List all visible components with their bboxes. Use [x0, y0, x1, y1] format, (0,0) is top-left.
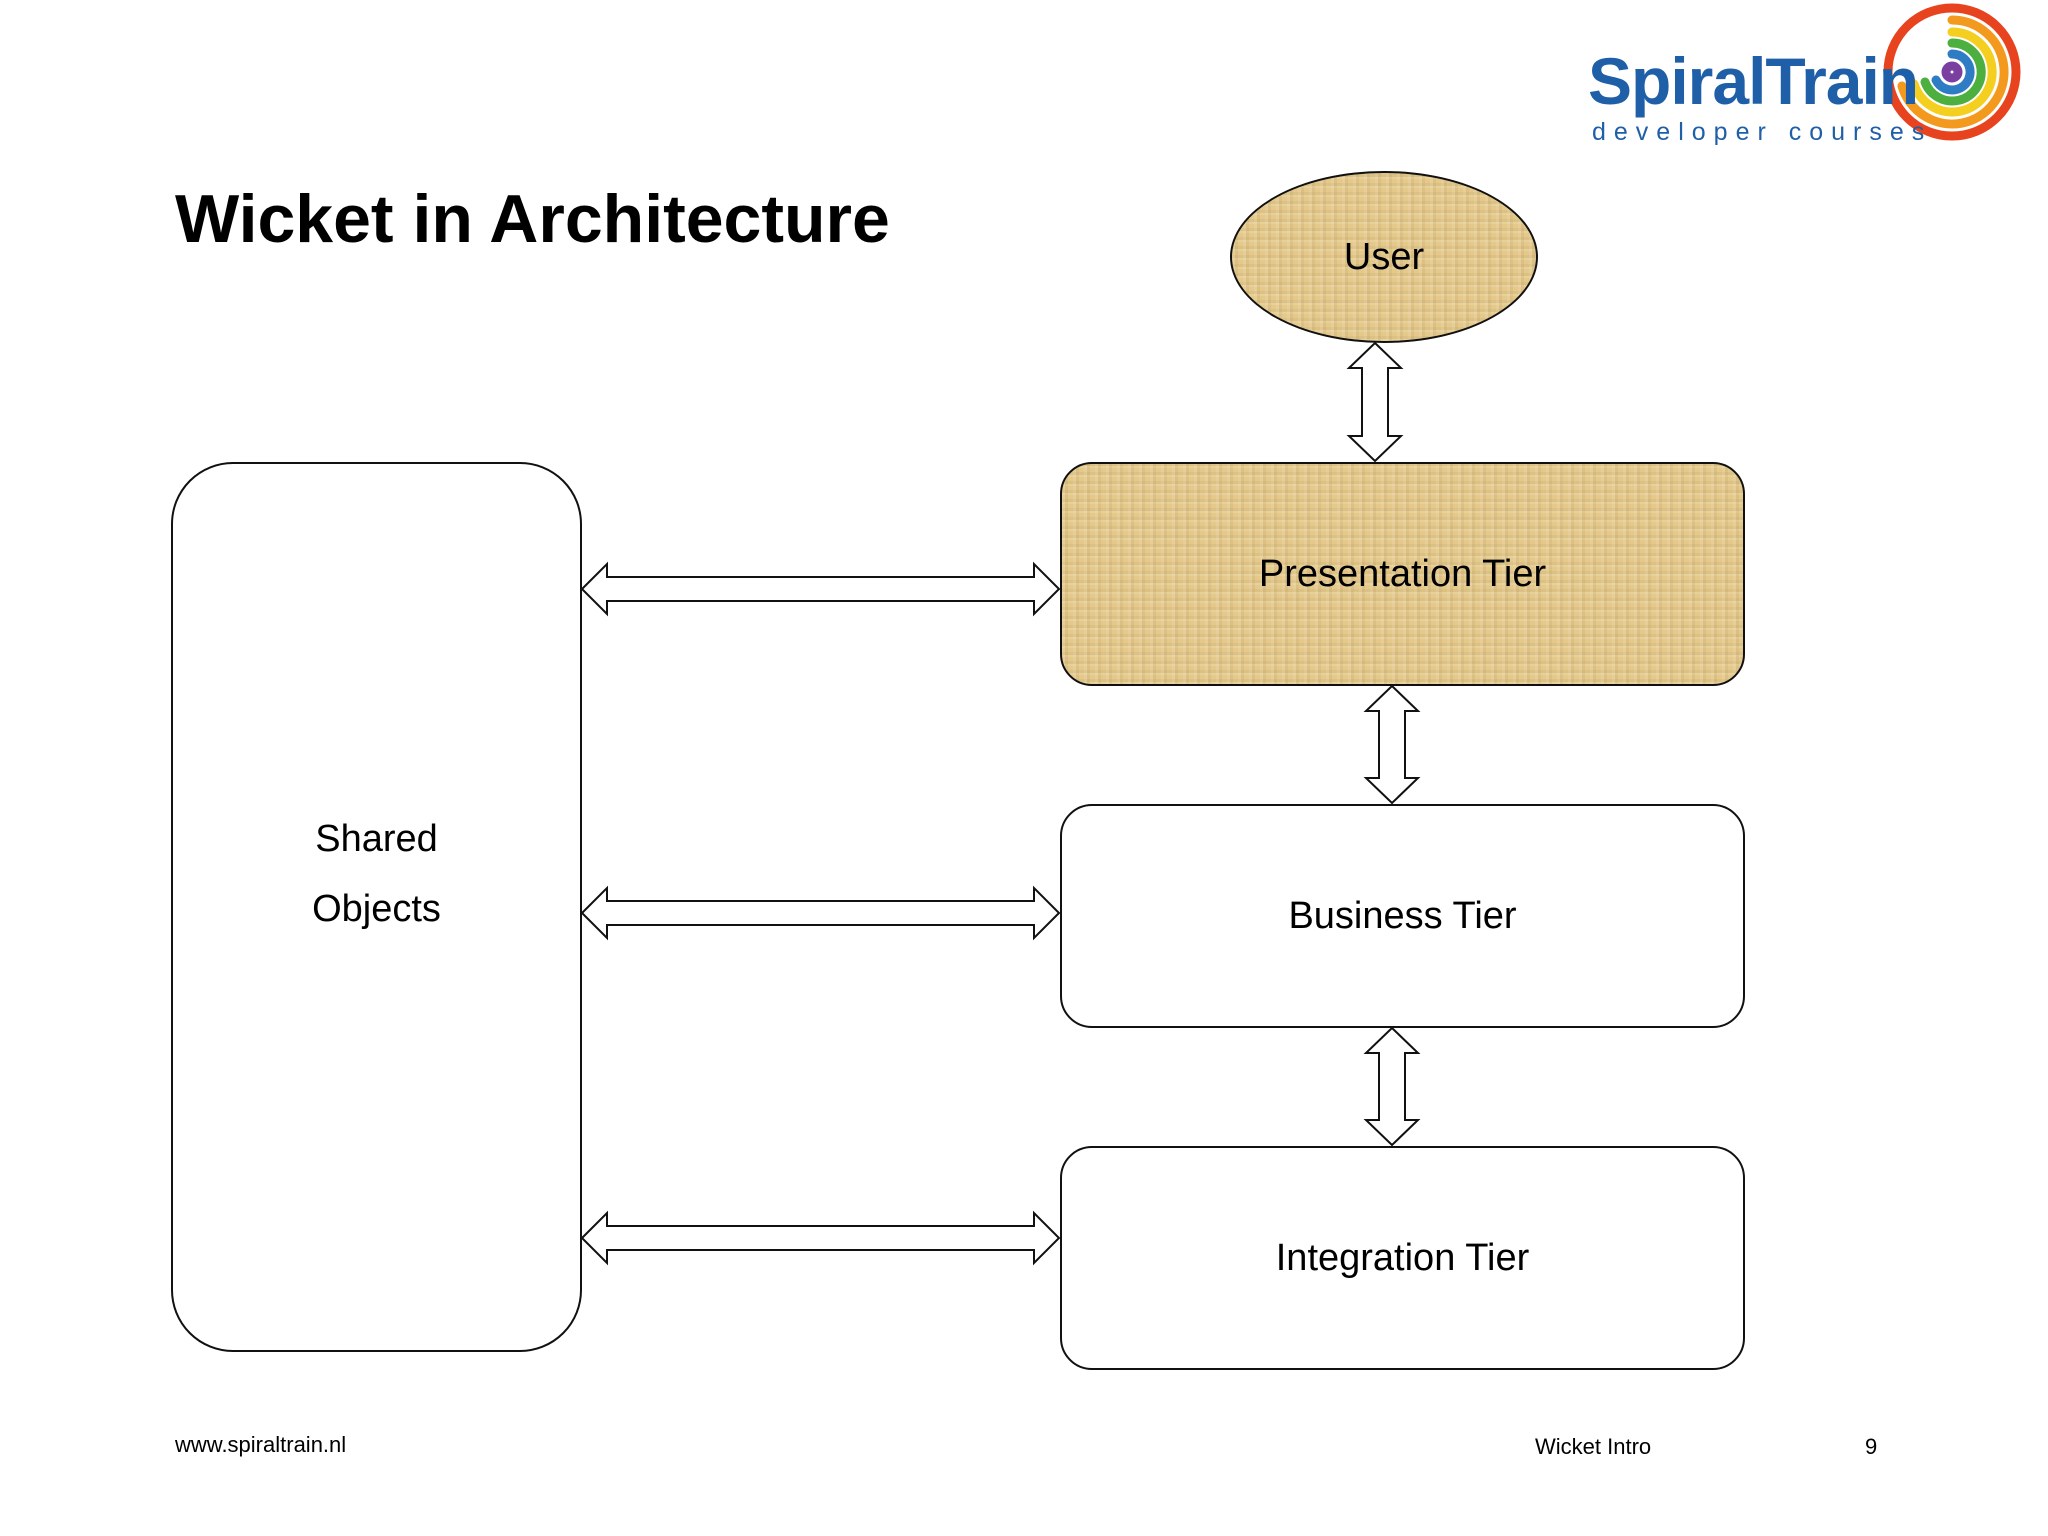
user-label: User	[1343, 235, 1425, 278]
footer-url: www.spiraltrain.nl	[175, 1432, 347, 1457]
shared-objects-node: Shared Objects	[171, 462, 582, 1352]
business-tier-node: Business Tier	[1060, 804, 1745, 1028]
presentation-tier-node: Presentation Tier	[1060, 462, 1745, 686]
shared-objects-label: Shared Objects	[312, 804, 441, 944]
integration-tier-node: Integration Tier	[1060, 1146, 1745, 1370]
logo-wordmark: SpiralTrain	[1588, 44, 1919, 118]
business-tier-label: Business Tier	[1288, 894, 1517, 937]
logo-tagline: developer courses	[1592, 118, 1933, 146]
presentation-tier-label: Presentation Tier	[1258, 552, 1547, 595]
arrow-shared-presentation	[580, 561, 1061, 617]
shared-objects-line1: Shared	[315, 818, 438, 860]
arrow-presentation-business	[1363, 684, 1421, 805]
footer-page-number: 9	[1865, 1434, 1878, 1459]
spiraltrain-logo	[1883, 3, 2021, 141]
user-node: User	[1230, 171, 1538, 343]
footer-deck-name: Wicket Intro	[1535, 1434, 1652, 1459]
arrow-user-presentation	[1346, 341, 1404, 463]
arrow-shared-business	[580, 885, 1061, 941]
arrow-business-integration	[1363, 1026, 1421, 1147]
shared-objects-line2: Objects	[312, 888, 441, 930]
slide-title: Wicket in Architecture	[175, 181, 890, 257]
arrow-shared-integration	[580, 1210, 1061, 1266]
integration-tier-label: Integration Tier	[1275, 1236, 1530, 1279]
